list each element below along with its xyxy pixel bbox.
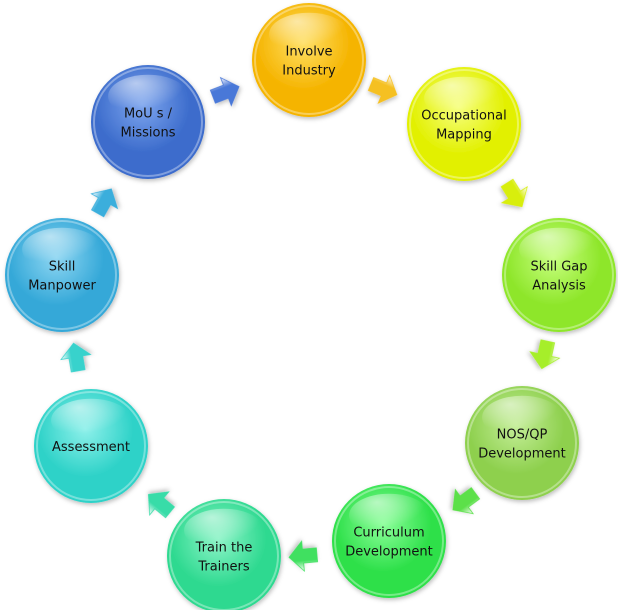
node-gloss <box>108 74 188 119</box>
node-rim <box>504 220 614 330</box>
arrow-involve-industry-to-occupational-mapping <box>367 74 398 105</box>
node-rim <box>169 501 279 610</box>
node-label: Skill <box>49 260 76 275</box>
arrow-icon <box>452 487 481 515</box>
node-rim <box>254 5 364 115</box>
node-label: Occupational <box>421 109 506 124</box>
node-label: MoU s / <box>124 107 173 122</box>
node-rim <box>36 391 146 501</box>
node-gloss <box>22 227 102 272</box>
node-label: Analysis <box>532 279 586 294</box>
node-nos-qp-development: NOS/QP Development <box>465 386 579 500</box>
node-gloss <box>184 508 264 553</box>
node-rim <box>7 220 117 330</box>
arrow-assessment-to-skill-manpower <box>60 342 92 373</box>
arrow-icon <box>148 491 176 519</box>
arrow-icon <box>60 342 92 373</box>
arrow-curriculum-development-to-train-the-trainers <box>288 540 319 573</box>
nodes-layer: InvolveIndustryOccupationalMappingSkill … <box>5 3 616 610</box>
arrow-skill-gap-analysis-to-nos-qp-development <box>529 339 561 370</box>
arrow-mous-missions-to-involve-industry <box>209 76 240 107</box>
arrow-icon <box>500 178 528 208</box>
arrow-train-the-trainers-to-assessment <box>148 491 176 519</box>
arrow-occupational-mapping-to-skill-gap-analysis <box>500 178 528 208</box>
node-rim <box>93 67 203 177</box>
arrow-nos-qp-development-to-curriculum-development <box>452 487 481 515</box>
node-label: Involve <box>285 45 332 60</box>
node-label: Development <box>345 545 433 560</box>
node-label: Missions <box>121 126 176 141</box>
node-gloss <box>269 12 349 57</box>
arrow-icon <box>367 74 398 105</box>
node-label: Industry <box>282 64 336 79</box>
node-label: NOS/QP <box>497 428 548 443</box>
node-rim <box>409 69 519 179</box>
arrow-icon <box>288 540 319 573</box>
node-gloss <box>349 493 429 538</box>
node-gloss <box>482 395 562 440</box>
node-label: Trainers <box>197 560 250 575</box>
node-gloss <box>519 227 599 272</box>
arrow-icon <box>209 76 240 107</box>
node-mous-missions: MoU s / Missions <box>91 65 205 179</box>
node-rim <box>467 388 577 498</box>
arrow-icon <box>90 188 119 218</box>
node-gloss <box>51 398 131 443</box>
arrow-icon <box>529 339 561 370</box>
node-label: Manpower <box>28 279 96 294</box>
node-label: Assessment <box>52 440 130 455</box>
node-label: Mapping <box>436 128 492 143</box>
node-gloss <box>424 76 504 121</box>
node-assessment: Assessment <box>34 389 148 503</box>
node-rim <box>334 486 444 596</box>
node-label: Train the <box>195 541 253 556</box>
node-label: Skill Gap <box>530 260 587 275</box>
node-label: Development <box>478 447 566 462</box>
node-label: Curriculum <box>353 526 424 541</box>
arrow-skill-manpower-to-mous-missions <box>90 188 119 218</box>
arrows-layer <box>60 74 561 573</box>
